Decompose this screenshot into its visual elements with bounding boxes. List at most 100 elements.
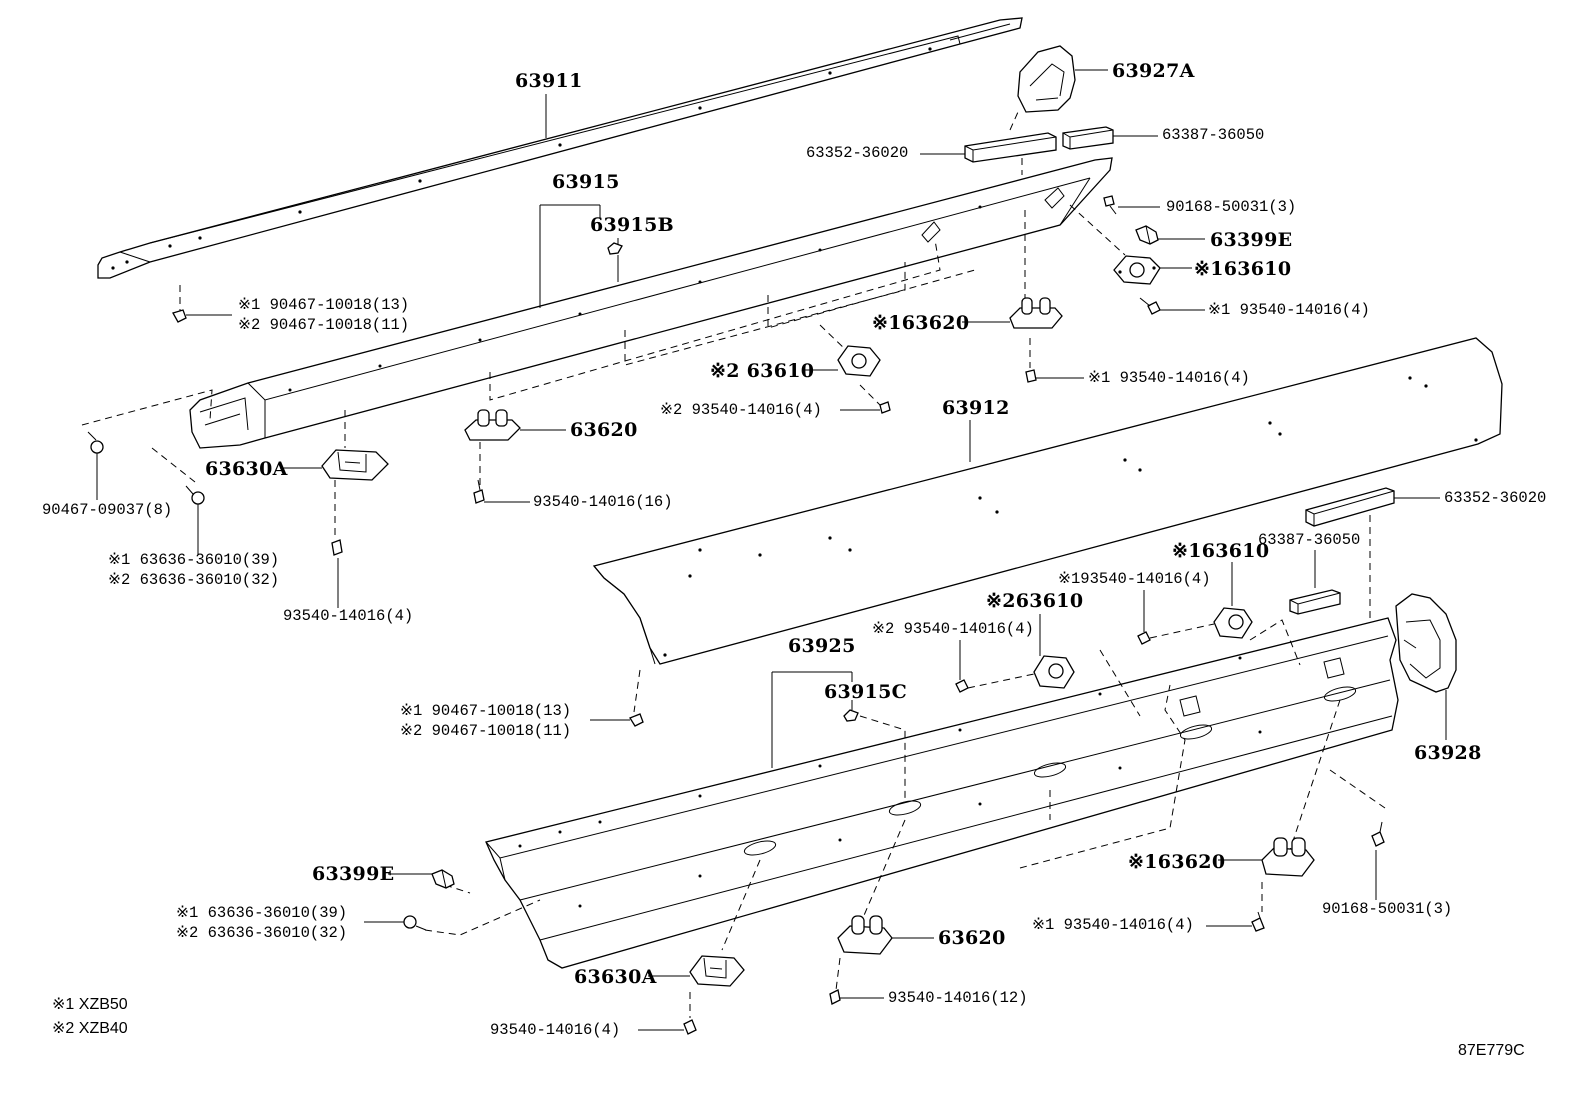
diagram-ref-code: 87E779C [1458, 1042, 1525, 1059]
rail-holes [111, 47, 932, 270]
bracket-63610-top [1113, 255, 1161, 285]
callout-90467-09037: 90467-09037(8) [42, 501, 173, 519]
callout-63610-r1: ※163610 [1172, 540, 1270, 562]
callout-93540-16: 93540-14016(16) [533, 493, 673, 511]
rocker-holes [518, 656, 1262, 908]
screw-93540-s1b [1025, 369, 1037, 383]
clip-90467-bottom [629, 713, 644, 727]
side-panel-63912 [592, 337, 1503, 665]
rocker-moulding-63911 [97, 17, 1023, 279]
bracket-63610-r1 [1213, 607, 1253, 639]
callout-63620-mid: 63620 [570, 419, 638, 441]
legend-mark-2: ※2 [52, 1020, 75, 1037]
callout-63352-top: 63352-36020 [806, 144, 909, 162]
callout-63636-top-2: ※2 63636-36010(32) [108, 571, 280, 589]
nut-63915c [843, 709, 859, 722]
callout-63636-bottom-2: ※2 63636-36010(32) [176, 924, 348, 942]
callout-63915c: 63915C [824, 681, 908, 703]
callout-63352-right: 63352-36020 [1444, 489, 1547, 507]
clip-63636-bottom [403, 915, 427, 931]
end-cap-63927a [1017, 45, 1076, 113]
callout-93540-s2: ※2 93540-14016(4) [660, 401, 822, 419]
callout-63928: 63928 [1414, 742, 1482, 764]
screw-93540-r2 [1137, 631, 1151, 645]
screw-93540-4b [683, 1019, 697, 1035]
legend-text-2: XZB40 [78, 1020, 128, 1037]
callout-63636-top-1: ※1 63636-36010(39) [108, 551, 280, 569]
clip-63399e-top [1135, 225, 1159, 245]
bracket-63610-r2 [1033, 655, 1075, 689]
callout-93540-4a: 93540-14016(4) [283, 607, 414, 625]
assembly-guide-lines-top [81, 111, 1126, 540]
bracket-63630a-top [321, 449, 389, 481]
callout-63399e-bottom: 63399E [312, 863, 395, 885]
callout-93540-r2: ※193540-14016(4) [1058, 570, 1211, 588]
clip-63636-top [185, 485, 205, 505]
callout-93540-12: 93540-14016(12) [888, 989, 1028, 1007]
bracket-63620-b2 [837, 915, 893, 955]
callout-63915: 63915 [552, 171, 620, 193]
callout-93540-4b: 93540-14016(4) [490, 1021, 621, 1039]
legend-item-1: ※1 XZB50 [52, 997, 128, 1013]
bracket-63610-s2 [837, 345, 881, 377]
end-cap-63928 [1395, 593, 1457, 693]
callout-93540-b1: ※1 93540-14016(4) [1032, 916, 1194, 934]
clip-90467-top [172, 309, 187, 323]
callout-63630a-bottom: 63630A [574, 966, 657, 988]
callout-63620-b2: 63620 [938, 927, 1006, 949]
bracket-63620-b1 [1261, 837, 1315, 877]
callout-63915b: 63915B [590, 214, 674, 236]
screw-93540-12 [829, 989, 841, 1005]
legend-mark-1: ※1 [52, 996, 75, 1013]
callout-93540-s1b: ※1 93540-14016(4) [1088, 369, 1250, 387]
legend-text-1: XZB50 [78, 996, 128, 1013]
callout-63610-top: ※163610 [1194, 258, 1292, 280]
bracket-63620-top [1009, 297, 1063, 329]
callout-90467-bottom-1: ※1 90467-10018(13) [400, 702, 572, 720]
bracket-63630a-bottom [689, 955, 745, 987]
spacer-block-63352-right [1305, 487, 1395, 527]
callout-90467-top-1: ※1 90467-10018(13) [238, 296, 410, 314]
spacer-block-63352-top [964, 132, 1057, 163]
callout-63911: 63911 [515, 70, 583, 92]
callout-90467-bottom-2: ※2 90467-10018(11) [400, 722, 572, 740]
callout-63620-s1: ※163620 [872, 312, 970, 334]
screw-93540-r1 [1139, 297, 1161, 315]
assembly-guide-lines-bottom [424, 619, 1386, 1018]
screw-93540-16 [473, 479, 485, 504]
nut-63915b [607, 242, 623, 255]
clip-90467-09037 [87, 431, 104, 454]
callout-63387-top: 63387-36050 [1162, 126, 1265, 144]
screw-90168-top [1103, 195, 1117, 215]
legend-item-2: ※2 XZB40 [52, 1021, 128, 1037]
callout-63620-b1: ※163620 [1128, 851, 1226, 873]
callout-93540-r1: ※1 93540-14016(4) [1208, 301, 1370, 319]
panel-holes [663, 376, 1478, 657]
screw-93540-4a [331, 539, 343, 556]
spacer-block-63387-right [1289, 589, 1341, 615]
callout-63927a: 63927A [1112, 60, 1195, 82]
callout-63636-bottom-1: ※1 63636-36010(39) [176, 904, 348, 922]
screw-90168-bottom [1371, 821, 1385, 847]
screw-93540-b1 [1251, 911, 1265, 932]
reinforcement-63915 [189, 157, 1113, 449]
callout-90168-top: 90168-50031(3) [1166, 198, 1297, 216]
callout-63399e-top: 63399E [1210, 229, 1293, 251]
clip-63399e-bottom [431, 869, 455, 889]
callout-63925: 63925 [788, 635, 856, 657]
spacer-block-63387-top [1062, 126, 1114, 150]
screw-93540-r3 [955, 679, 969, 693]
bracket-63620-mid [464, 409, 521, 441]
callout-63912: 63912 [942, 397, 1010, 419]
rocker-panel-63925 [485, 617, 1399, 969]
callout-63630a-top: 63630A [205, 458, 288, 480]
callout-63610-s2: ※2 63610 [710, 360, 815, 382]
screw-93540-s2 [879, 401, 891, 414]
callout-93540-r3: ※2 93540-14016(4) [872, 620, 1034, 638]
callout-90168-bottom: 90168-50031(3) [1322, 900, 1453, 918]
callout-63387-right: 63387-36050 [1258, 531, 1361, 549]
callout-90467-top-2: ※2 90467-10018(11) [238, 316, 410, 334]
callout-63610-r2: ※263610 [986, 590, 1084, 612]
